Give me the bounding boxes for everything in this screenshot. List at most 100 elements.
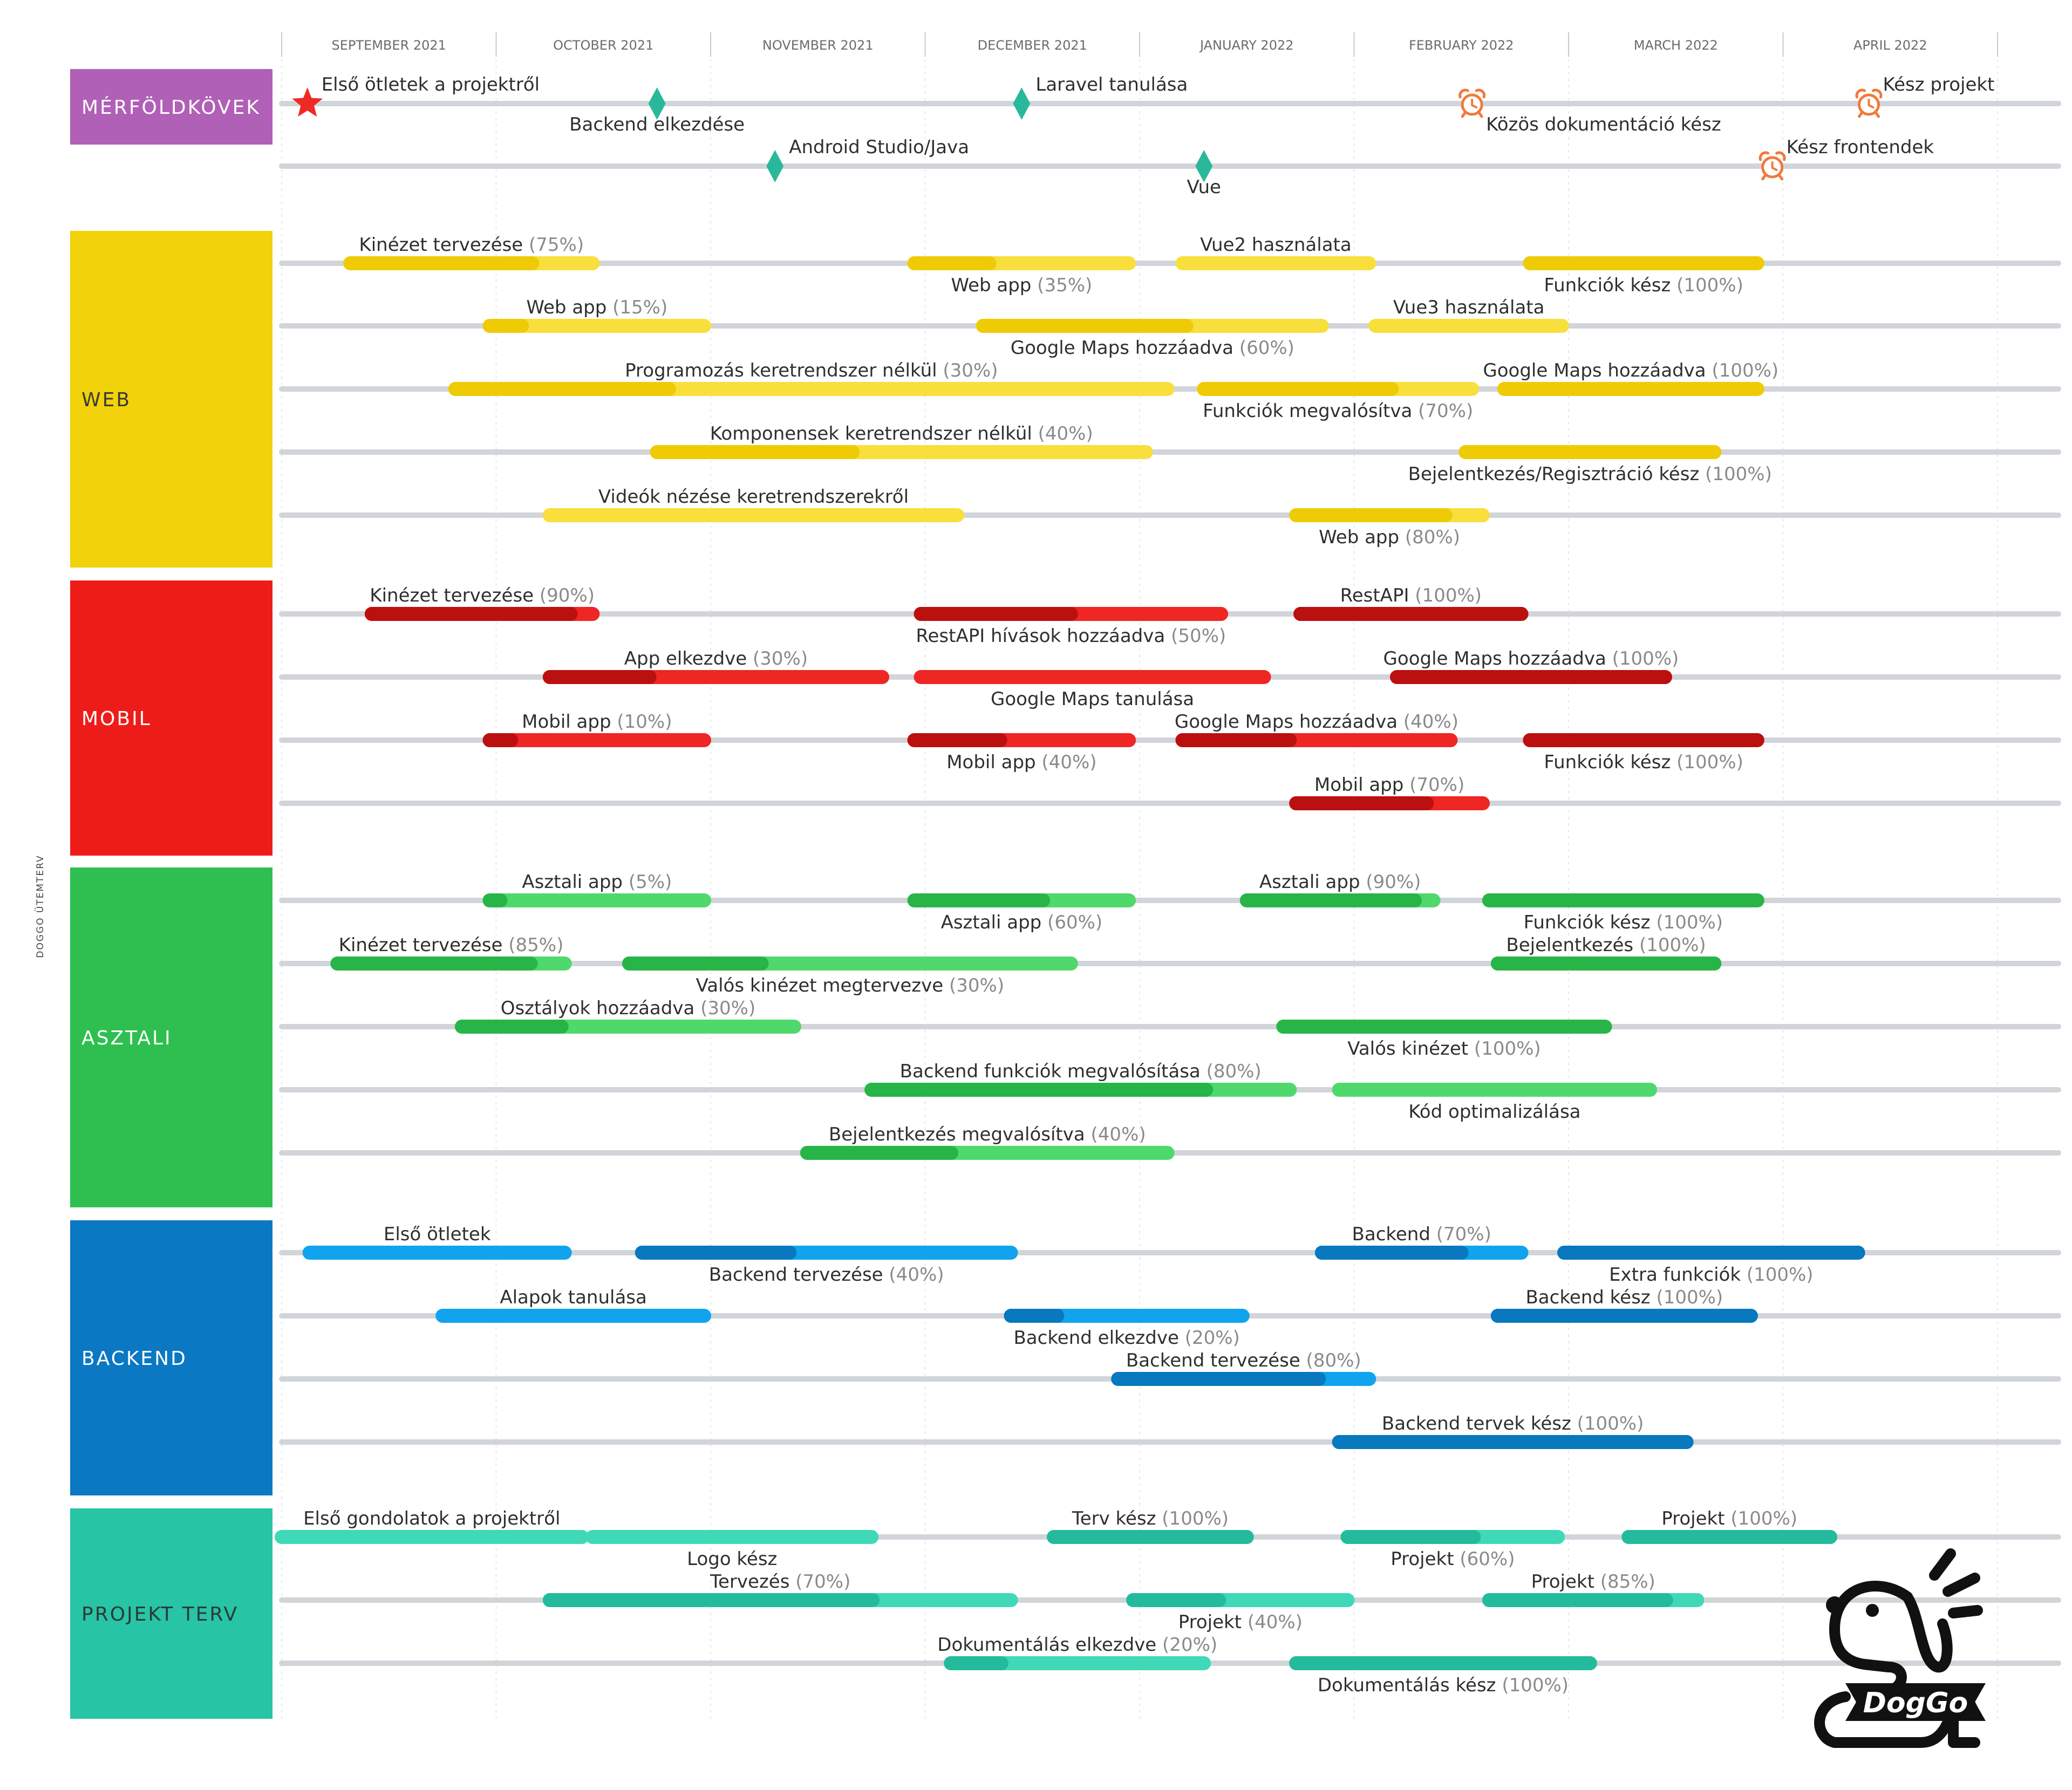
section-title: MÉRFÖLDKÖVEK xyxy=(81,96,261,119)
task-label: App elkezdve (30%) xyxy=(624,648,808,669)
task-percent: (20%) xyxy=(1179,1327,1240,1349)
task-bar: Extra funkciók (100%) xyxy=(1557,1246,1865,1286)
task-percent: (90%) xyxy=(1360,871,1421,893)
task-bar: Komponensek keretrendszer nélkül (40%) xyxy=(650,423,1153,459)
section-label-box xyxy=(70,1220,272,1495)
section-title: WEB xyxy=(81,389,131,411)
task-label: Backend elkezdése xyxy=(569,114,745,135)
task-label: Mobil app (40%) xyxy=(946,751,1096,773)
task-percent: (70%) xyxy=(1412,400,1473,422)
task-bar: Google Maps hozzáadva (100%) xyxy=(1483,360,1778,396)
task-percent: (70%) xyxy=(1403,774,1464,796)
month-label: APRIL 2022 xyxy=(1853,38,1927,53)
task-label: Kész projekt xyxy=(1883,74,1995,95)
task-bar: Valós kinézet megtervezve (30%) xyxy=(622,957,1078,996)
task-label: Asztali app (5%) xyxy=(522,871,672,893)
task-name: Funkciók megvalósítva xyxy=(1203,400,1412,422)
task-label: Első ötletek a projektről xyxy=(322,74,540,95)
task-label: Bejelentkezés megvalósítva (40%) xyxy=(829,1124,1146,1145)
task-name: Backend tervezése xyxy=(1126,1350,1300,1371)
section-label-box xyxy=(70,231,272,568)
milestone: Vue xyxy=(1187,150,1221,198)
task-bar: Mobil app (70%) xyxy=(1289,774,1490,810)
task-name: Első ötletek xyxy=(384,1224,491,1245)
doggo-logo: DogGo xyxy=(1814,1548,1986,1748)
task-label: Funkciók kész (100%) xyxy=(1544,275,1743,296)
task-percent: (100%) xyxy=(1409,585,1482,606)
task-percent: (35%) xyxy=(1031,275,1092,296)
task-label: Első ötletek xyxy=(384,1224,491,1245)
task-name: Google Maps hozzáadva xyxy=(1011,337,1233,359)
task-name: Web app xyxy=(526,297,606,318)
task-percent: (40%) xyxy=(883,1264,944,1286)
task-label: Google Maps tanulása xyxy=(991,688,1194,710)
task-bar: Projekt (40%) xyxy=(1126,1593,1355,1633)
task-percent: (80%) xyxy=(1300,1350,1361,1371)
section-0: MÉRFÖLDKÖVEK Első ötletek a projektrőlBac… xyxy=(70,69,2061,198)
task-label: Web app (35%) xyxy=(951,275,1092,296)
task-bar: Funkciók kész (100%) xyxy=(1523,733,1764,773)
task-percent: (60%) xyxy=(1233,337,1294,359)
task-label: Backend tervezése (80%) xyxy=(1126,1350,1361,1371)
task-label: Laravel tanulása xyxy=(1035,74,1188,95)
task-percent: (100%) xyxy=(1571,1413,1644,1434)
task-percent: (100%) xyxy=(1725,1508,1798,1529)
task-label: Google Maps hozzáadva (60%) xyxy=(1011,337,1294,359)
task-name: Kinézet tervezése xyxy=(370,585,534,606)
task-label: Funkciók kész (100%) xyxy=(1544,751,1743,773)
task-percent: (15%) xyxy=(606,297,667,318)
task-bar: Logo kész xyxy=(585,1530,879,1570)
task-percent: (30%) xyxy=(694,998,755,1019)
task-percent: (70%) xyxy=(1430,1224,1491,1245)
task-percent: (5%) xyxy=(623,871,672,893)
task-label: Programozás keretrendszer nélkül (30%) xyxy=(625,360,998,381)
logo-dog-head xyxy=(1829,1581,1913,1694)
task-bar: Bejelentkezés megvalósítva (40%) xyxy=(800,1124,1175,1160)
task-bar: Google Maps hozzáadva (60%) xyxy=(976,319,1329,359)
milestone: Backend elkezdése xyxy=(569,87,745,135)
task-name: Projekt xyxy=(1661,1508,1725,1529)
task-label: Projekt (85%) xyxy=(1531,1571,1655,1593)
task-percent: (100%) xyxy=(1496,1675,1569,1696)
task-percent: (50%) xyxy=(1165,625,1226,647)
task-bar: Asztali app (90%) xyxy=(1239,871,1441,907)
task-bar: Backend tervek kész (100%) xyxy=(1332,1413,1694,1449)
task-label: Videók nézése keretrendszerekről xyxy=(598,486,909,508)
task-bar: Backend funkciók megvalósítása (80%) xyxy=(864,1061,1297,1097)
task-percent: (100%) xyxy=(1156,1508,1229,1529)
task-percent: (90%) xyxy=(534,585,595,606)
task-label: Backend kész (100%) xyxy=(1525,1287,1723,1308)
task-name: Google Maps hozzáadva xyxy=(1483,360,1706,381)
task-percent: (100%) xyxy=(1633,934,1706,956)
task-label: Kinézet tervezése (75%) xyxy=(359,234,584,256)
task-label: Mobil app (10%) xyxy=(522,711,672,733)
side-title: DOGGO ÜTEMTERV xyxy=(34,855,46,958)
task-label: Logo kész xyxy=(687,1548,777,1570)
section-title: PROJEKT TERV xyxy=(81,1603,238,1625)
task-name: App elkezdve xyxy=(624,648,747,669)
task-bar: Backend elkezdve (20%) xyxy=(1004,1309,1250,1349)
task-bar: Google Maps hozzáadva (40%) xyxy=(1175,711,1458,747)
task-percent: (10%) xyxy=(611,711,672,733)
task-bar: Tervezés (70%) xyxy=(542,1571,1018,1607)
task-percent: (30%) xyxy=(943,975,1004,996)
milestone: Kész projekt xyxy=(1855,74,1995,118)
task-label: RestAPI (100%) xyxy=(1340,585,1482,606)
task-name: Programozás keretrendszer nélkül xyxy=(625,360,937,381)
task-name: Tervezés xyxy=(710,1571,789,1593)
task-bar: Terv kész (100%) xyxy=(1047,1508,1254,1544)
task-name: Vue xyxy=(1187,176,1221,198)
task-label: Extra funkciók (100%) xyxy=(1609,1264,1814,1286)
task-label: Backend (70%) xyxy=(1352,1224,1491,1245)
task-bar: App elkezdve (30%) xyxy=(542,648,889,684)
task-name: Extra funkciók xyxy=(1609,1264,1741,1286)
task-label: Bejelentkezés (100%) xyxy=(1506,934,1706,956)
task-bar: Projekt (60%) xyxy=(1340,1530,1565,1570)
logo-banner xyxy=(1845,1683,1986,1721)
task-label: Kinézet tervezése (85%) xyxy=(339,934,564,956)
task-name: Mobil app xyxy=(522,711,611,733)
milestone: Android Studio/Java xyxy=(766,136,969,182)
